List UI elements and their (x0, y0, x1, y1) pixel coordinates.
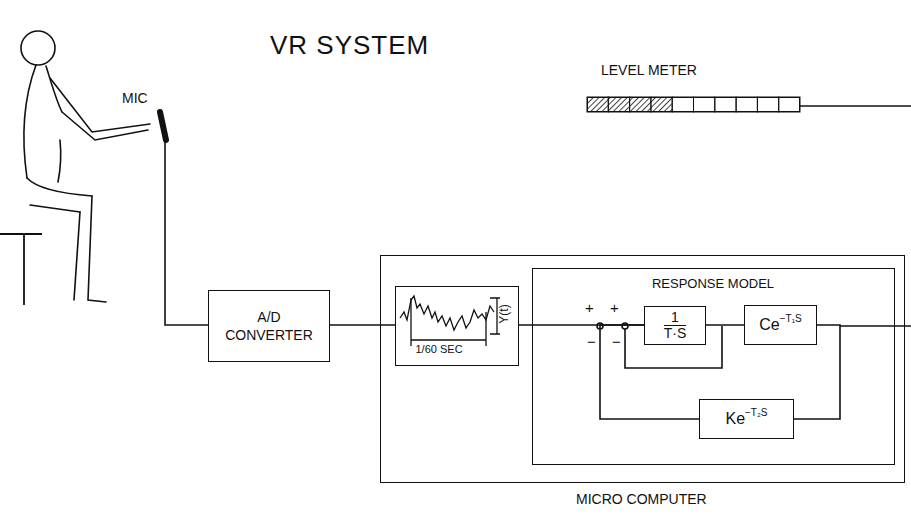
waveform-box: 1/60 SEC Y(t) (395, 286, 519, 366)
integrator-block: 1T·S (644, 306, 706, 345)
stool (0, 234, 42, 305)
gain-term: Ce (759, 316, 779, 334)
sign-label: + (585, 299, 594, 316)
person-figure (50, 78, 150, 132)
part-label: MIC (122, 90, 148, 106)
microphone (160, 112, 208, 325)
person-figure (30, 205, 80, 212)
fraction-denominator: T·S (664, 326, 687, 341)
meter-cell (715, 97, 736, 112)
person-figure (74, 212, 80, 300)
signal-line (794, 325, 840, 419)
level-meter: LEVEL METER (587, 97, 800, 112)
exponent-term: −T₁S (780, 313, 802, 324)
signal-wires (330, 106, 911, 368)
waveform (400, 296, 494, 330)
meter-cell (630, 97, 651, 112)
box-label: RESPONSE MODEL (533, 276, 894, 291)
time-dimension: 1/60 SEC (416, 343, 463, 355)
person-figure (62, 112, 148, 140)
feedback-block: Ke−T₂S (699, 399, 794, 439)
sign-label: − (612, 333, 621, 350)
box-label: LEVEL METER (601, 62, 697, 78)
sign-label: + (610, 299, 619, 316)
signal-wires (625, 326, 722, 368)
person-figure (27, 178, 92, 196)
person-figure (88, 196, 106, 302)
computer-box: MICRO COMPUTER1/60 SECY(t)RESPONSE MODEL… (380, 255, 905, 483)
gain-term: Ke (725, 410, 745, 428)
person-figure (24, 65, 36, 178)
waveform (400, 296, 500, 346)
exponent-term: −T₂S (745, 407, 768, 418)
meter-cell (587, 97, 608, 112)
signal-wires (622, 323, 628, 329)
signal-wires (330, 324, 395, 326)
meter-cell (779, 97, 800, 112)
meter-cell (672, 97, 693, 112)
meter-cell (608, 97, 629, 112)
converter-box: A/D CONVERTER (208, 290, 330, 362)
stool (0, 233, 42, 235)
model-box: RESPONSE MODEL 1T·S Ce−T₁S Ke−T₂S (532, 268, 895, 465)
person-figure (46, 66, 62, 112)
meter-cell (651, 97, 672, 112)
box-label: A/D CONVERTER (222, 308, 317, 344)
signal-wires (800, 105, 911, 107)
signal-line (600, 325, 699, 419)
delay-gain-block: Ce−T₁S (744, 305, 817, 345)
fraction-numerator: 1 (664, 310, 686, 326)
amplitude-dimension: Y(t) (496, 304, 510, 323)
person-figure (21, 31, 150, 302)
sign-label: − (587, 333, 596, 350)
person-figure (58, 140, 61, 182)
title: VR SYSTEM (270, 30, 429, 61)
waveform (411, 298, 486, 346)
meter-cell (736, 97, 757, 112)
meter-cell (694, 97, 715, 112)
signal-line (706, 324, 744, 326)
meter-cell (757, 97, 778, 112)
microphone (165, 140, 208, 325)
person-figure (21, 31, 55, 65)
level-meter-cells (587, 97, 800, 112)
stool (23, 234, 25, 305)
microphone (160, 112, 166, 140)
signal-wires (840, 325, 911, 327)
box-label: MICRO COMPUTER (576, 491, 707, 507)
